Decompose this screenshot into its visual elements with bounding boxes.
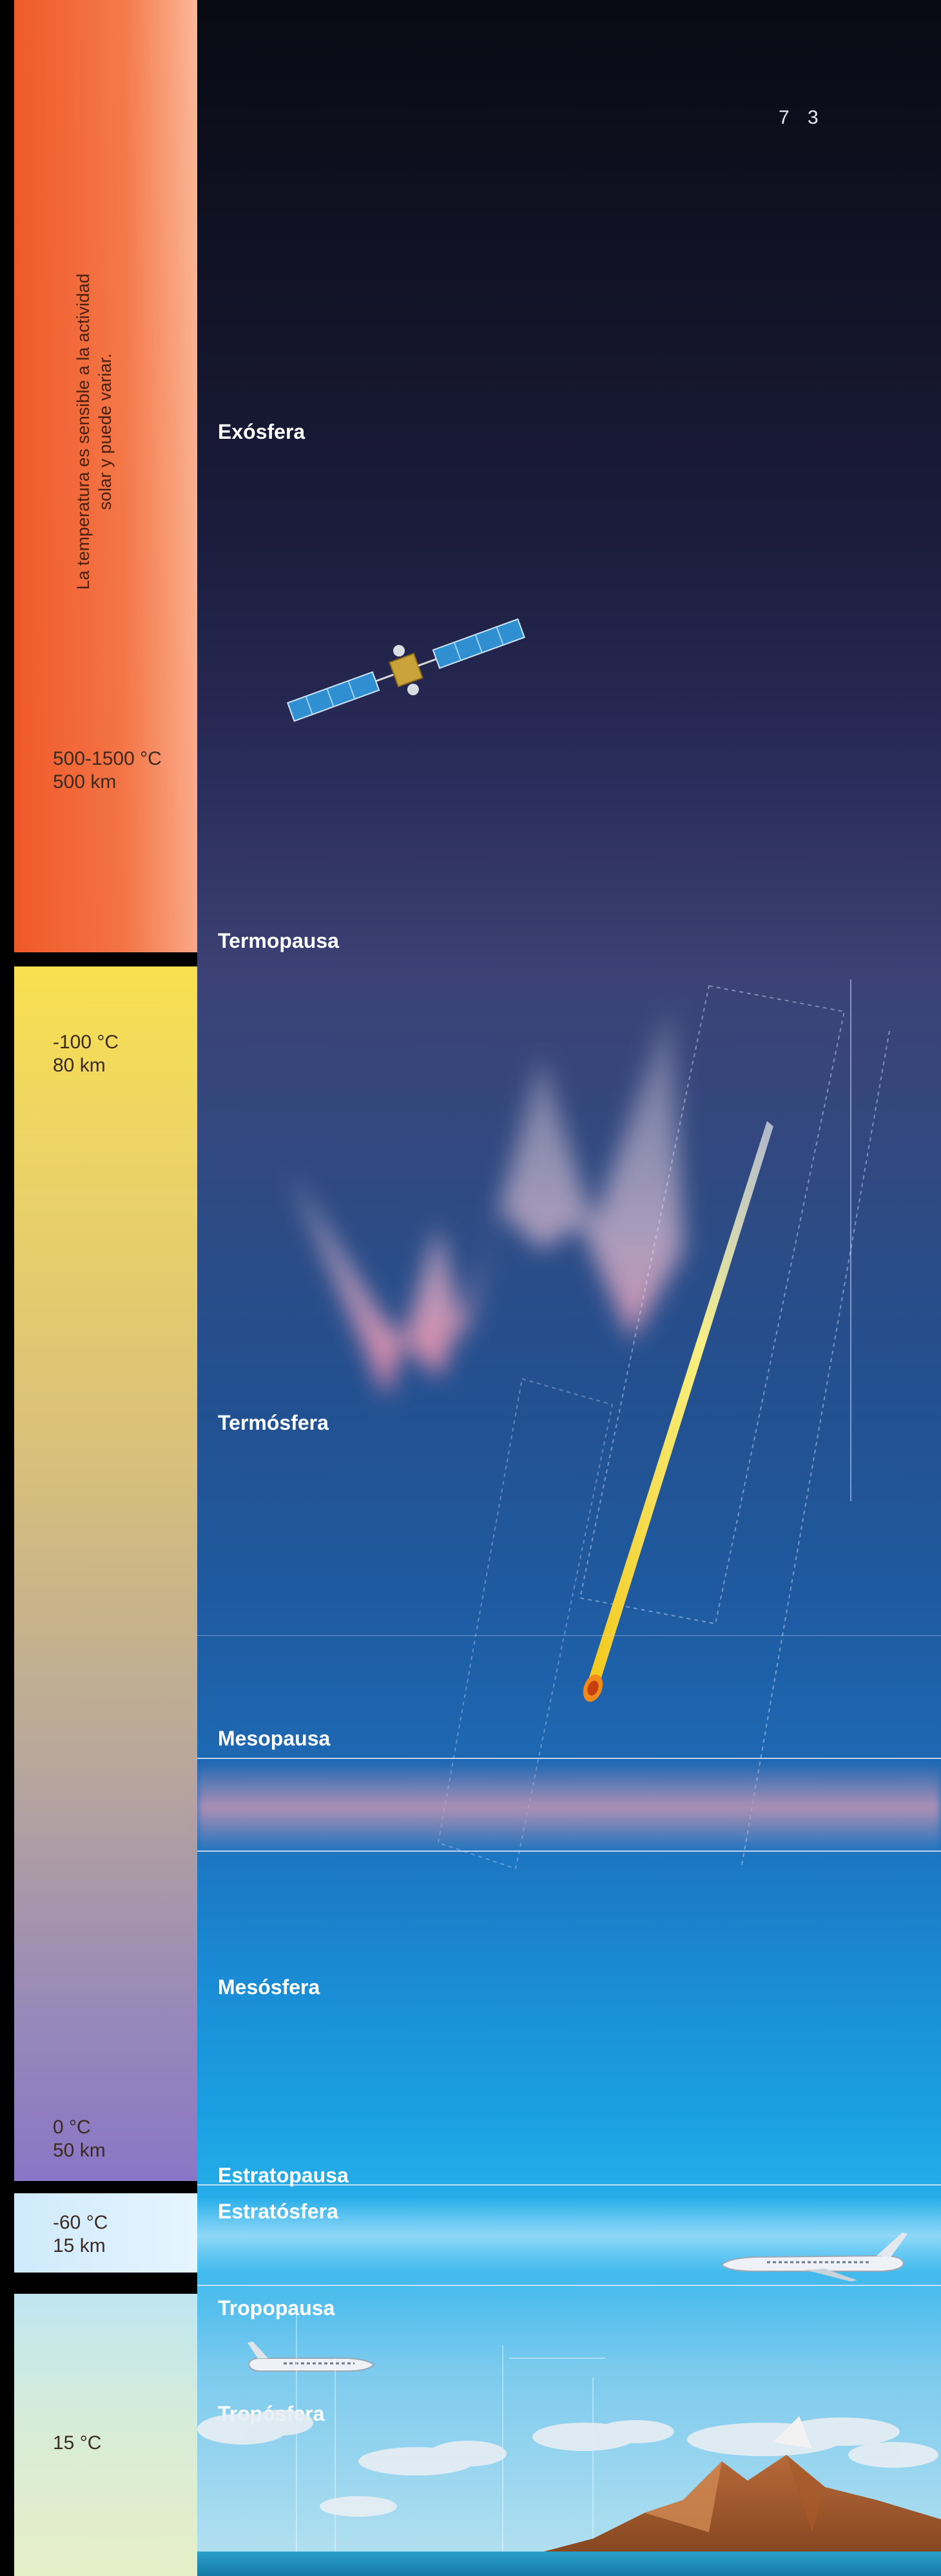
thermo-meso-temperature-band: -100 °C 80 km 0 °C 50 km bbox=[14, 966, 197, 2181]
mesopause-glow bbox=[197, 1762, 941, 1852]
page-number: 7 3 bbox=[779, 107, 825, 128]
layer-label-thermosphere: Termósfera bbox=[218, 1411, 329, 1434]
perspective-frame bbox=[437, 979, 890, 1870]
aurora-illustration bbox=[290, 1005, 683, 1398]
meteor-icon bbox=[583, 1121, 773, 1702]
layer-label-stratopause: Estratopausa bbox=[218, 2164, 349, 2187]
layer-label-thermopause: Termopausa bbox=[218, 929, 339, 952]
troposphere-temperature-band: 15 °C bbox=[14, 2294, 197, 2576]
stratosphere-temp-label: -60 °C 15 km bbox=[53, 2212, 108, 2256]
cloud-icon bbox=[197, 2410, 938, 2517]
troposphere-temp-label: 15 °C bbox=[53, 2432, 102, 2454]
thermosphere-temp-label: -100 °C 80 km bbox=[53, 1032, 119, 1076]
layer-label-tropopause: Tropopausa bbox=[218, 2296, 335, 2320]
airplane-icon bbox=[247, 2341, 375, 2372]
exosphere-temp-label: 500-1500 °C 500 km bbox=[53, 748, 162, 793]
satellite-icon bbox=[287, 618, 525, 722]
airplane-icon bbox=[721, 2233, 907, 2282]
mesosphere-top-line bbox=[197, 1850, 941, 1852]
temperature-note: La temperatura es sensible a la activida… bbox=[73, 273, 115, 590]
boundary-line bbox=[197, 1635, 941, 1636]
tropopause-line bbox=[197, 2285, 941, 2286]
layer-label-stratosphere: Estratósfera bbox=[218, 2200, 338, 2223]
sky-background bbox=[197, 0, 941, 2576]
mesopause-line bbox=[197, 1758, 941, 1759]
ocean-strip bbox=[197, 2552, 941, 2576]
stratopause-line bbox=[197, 2184, 941, 2186]
stratosphere-temperature-band: -60 °C 15 km bbox=[14, 2193, 197, 2273]
layer-label-mesopause: Mesopausa bbox=[218, 1727, 331, 1750]
layer-label-mesosphere: Mesósfera bbox=[218, 1975, 320, 1999]
mountain-icon bbox=[451, 2416, 941, 2576]
mesosphere-temp-label: 0 °C 50 km bbox=[53, 2117, 106, 2161]
layer-label-exosphere: Exósfera bbox=[218, 420, 306, 443]
exosphere-temperature-band: La temperatura es sensible a la activida… bbox=[14, 0, 197, 952]
